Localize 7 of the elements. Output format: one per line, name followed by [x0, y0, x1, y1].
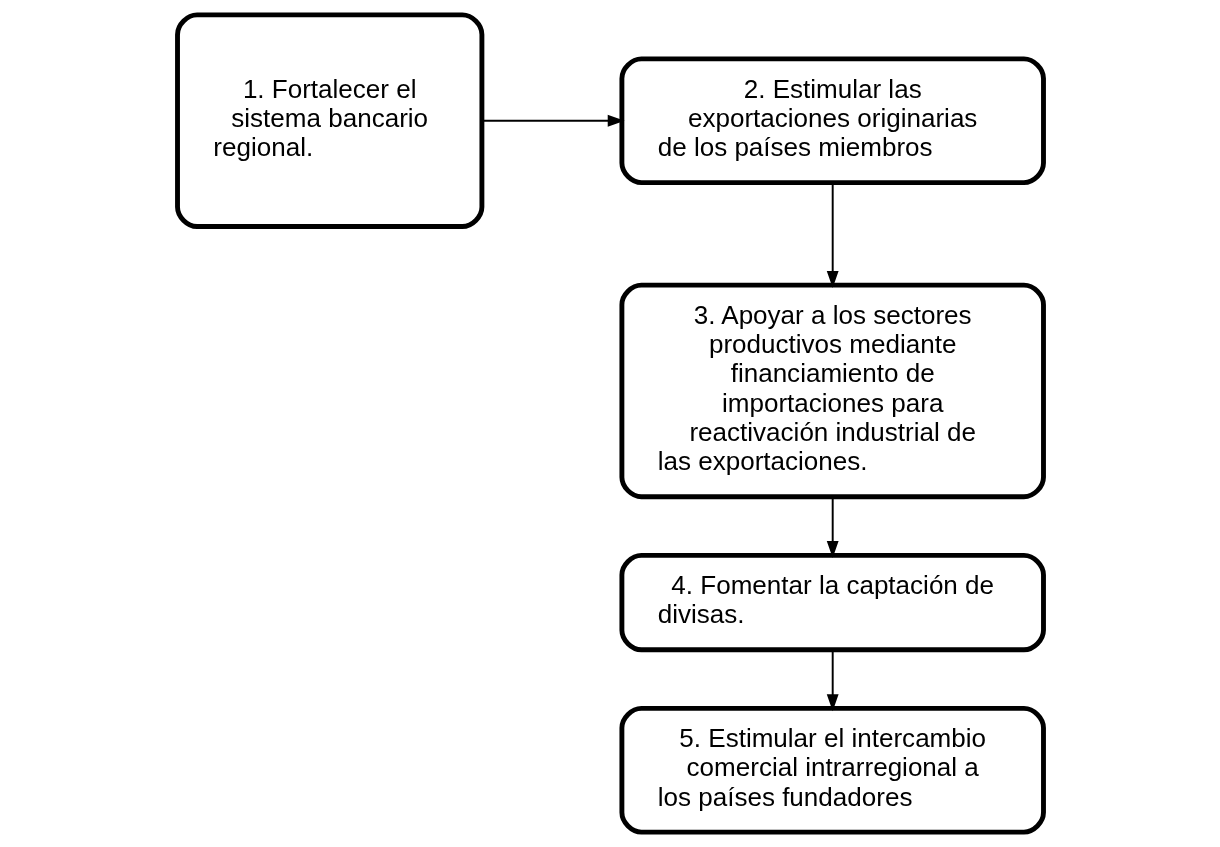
node-box: 1. Fortalecer el sistema bancario regional.: [174, 12, 484, 229]
arrow: [826, 496, 839, 558]
node-box: 5. Estimular el intercambio comercial intrarregional a los países fundadores: [618, 705, 1046, 835]
arrow: [826, 649, 839, 712]
node-box: 3. Apoyar a los sectores productivos mediante financiamiento de importaciones para reactivación industrial de las exportaciones.: [618, 282, 1046, 500]
node-box: 2. Estimular las exportaciones originarias de los países miembros: [618, 56, 1046, 186]
node-box: 4. Fomentar la captación de divisas.: [618, 552, 1046, 653]
